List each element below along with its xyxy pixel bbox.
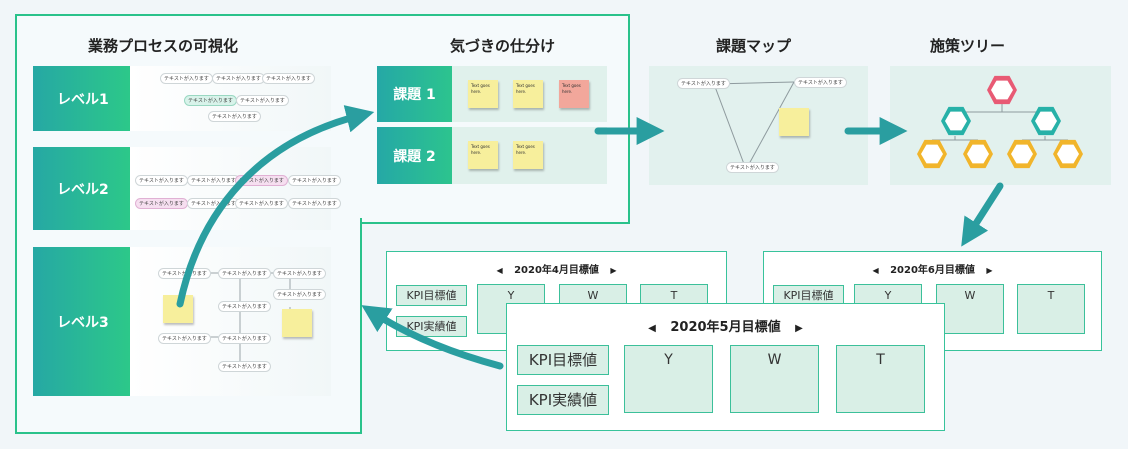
chip: テキストが入ります: [726, 162, 779, 173]
chip: テキストが入ります: [236, 95, 289, 106]
kpi-card-title: 2020年5月目標値: [670, 320, 781, 335]
chip: テキストが入ります: [208, 111, 261, 122]
kpi-column-t: T: [836, 345, 925, 413]
arrow-to-kpi: [961, 182, 1004, 247]
chip: テキストが入ります: [273, 268, 326, 279]
sticky-note: Text goes here.: [468, 80, 498, 108]
kpi-column-w: W: [730, 345, 819, 413]
sticky-note: [779, 108, 809, 136]
next-arrow-icon[interactable]: ▶: [986, 266, 993, 275]
section-title-issue-map: 課題マップ: [716, 37, 792, 55]
prev-arrow-icon[interactable]: ◀: [496, 266, 503, 275]
branch-hex-icon: [941, 106, 971, 136]
section-title-visualization: 業務プロセスの可視化: [88, 37, 239, 55]
next-arrow-icon[interactable]: ▶: [795, 323, 803, 334]
chip: テキストが入ります: [288, 175, 341, 186]
level-row-1: レベル1 テキストが入ります テキストが入ります テキストが入ります テキストが…: [33, 66, 331, 131]
kpi-column-y: Y: [624, 345, 713, 413]
leaf-hex-icon: [1007, 139, 1037, 169]
kpi-target-label: KPI目標値: [517, 345, 609, 375]
level-row-2: レベル2 テキストが入ります テキストが入ります テキストが入ります テキストが…: [33, 147, 341, 230]
leaf-hex-icon: [917, 139, 947, 169]
chip: テキストが入ります: [218, 301, 271, 312]
level-content-3: テキストが入ります テキストが入ります テキストが入ります テキストが入ります …: [130, 247, 331, 396]
prev-arrow-icon[interactable]: ◀: [872, 266, 879, 275]
kpi-card-title: 2020年4月目標値: [514, 265, 599, 276]
prev-arrow-icon[interactable]: ◀: [648, 323, 656, 334]
level-row-3: レベル3 テキストが入ります テキストが入ります テキストが入ります テキストが…: [33, 247, 331, 396]
chip: テキストが入ります: [235, 198, 288, 209]
issue-label-2: 課題 2: [377, 127, 452, 184]
sticky-note: [282, 309, 312, 337]
kpi-target-label: KPI目標値: [396, 285, 467, 306]
issue-map-panel: テキストが入ります テキストが入ります テキストが入ります: [649, 66, 868, 185]
kpi-card-header: ◀ 2020年4月目標値 ▶: [387, 261, 726, 276]
level-label-2: レベル2: [33, 147, 130, 230]
chip: テキストが入ります: [218, 333, 271, 344]
section-title-measure-tree: 施策ツリー: [930, 37, 1006, 55]
chip: テキストが入ります: [218, 268, 271, 279]
leaf-hex-icon: [963, 139, 993, 169]
sticky-note: Text goes here.: [513, 80, 543, 108]
kpi-card-header: ◀ 2020年5月目標値 ▶: [507, 316, 944, 335]
chip-highlight: テキストが入ります: [235, 175, 288, 186]
chip: テキストが入ります: [273, 289, 326, 300]
level-label-1: レベル1: [33, 66, 130, 131]
level-content-2: テキストが入ります テキストが入ります テキストが入ります テキストが入ります …: [130, 147, 341, 230]
kpi-card-may: ◀ 2020年5月目標値 ▶ KPI目標値 KPI実績値 Y W T: [506, 303, 945, 431]
kpi-card-title: 2020年6月目標値: [890, 265, 975, 276]
kpi-card-header: ◀ 2020年6月目標値 ▶: [764, 261, 1101, 276]
level-content-1: テキストが入ります テキストが入ります テキストが入ります テキストが入ります …: [130, 66, 331, 131]
curved-arrow-to-awareness: [176, 105, 375, 308]
kpi-column-t: T: [1017, 284, 1085, 334]
chip: テキストが入ります: [158, 333, 211, 344]
kpi-actual-label: KPI実績値: [517, 385, 609, 415]
leaf-hex-icon: [1053, 139, 1083, 169]
issue-row-1: 課題 1 Text goes here. Text goes here. Tex…: [377, 66, 607, 122]
chip: テキストが入ります: [288, 198, 341, 209]
chip: テキストが入ります: [677, 78, 730, 89]
measure-tree-panel: [890, 66, 1111, 185]
sticky-note: Text goes here.: [513, 141, 543, 169]
kpi-target-label: KPI目標値: [773, 285, 844, 306]
chip: テキストが入ります: [794, 77, 847, 88]
next-arrow-icon[interactable]: ▶: [610, 266, 617, 275]
issue-label-1: 課題 1: [377, 66, 452, 122]
issue-row-2: 課題 2 Text goes here. Text goes here.: [377, 127, 607, 184]
sticky-note: Text goes here.: [468, 141, 498, 169]
chip: テキストが入ります: [262, 73, 315, 84]
curved-arrow-back-to-process: [361, 305, 504, 370]
section-title-awareness: 気づきの仕分け: [450, 37, 556, 55]
level-label-3: レベル3: [33, 247, 130, 396]
sticky-note-red: Text goes here.: [559, 80, 589, 108]
chip: テキストが入ります: [218, 361, 271, 372]
